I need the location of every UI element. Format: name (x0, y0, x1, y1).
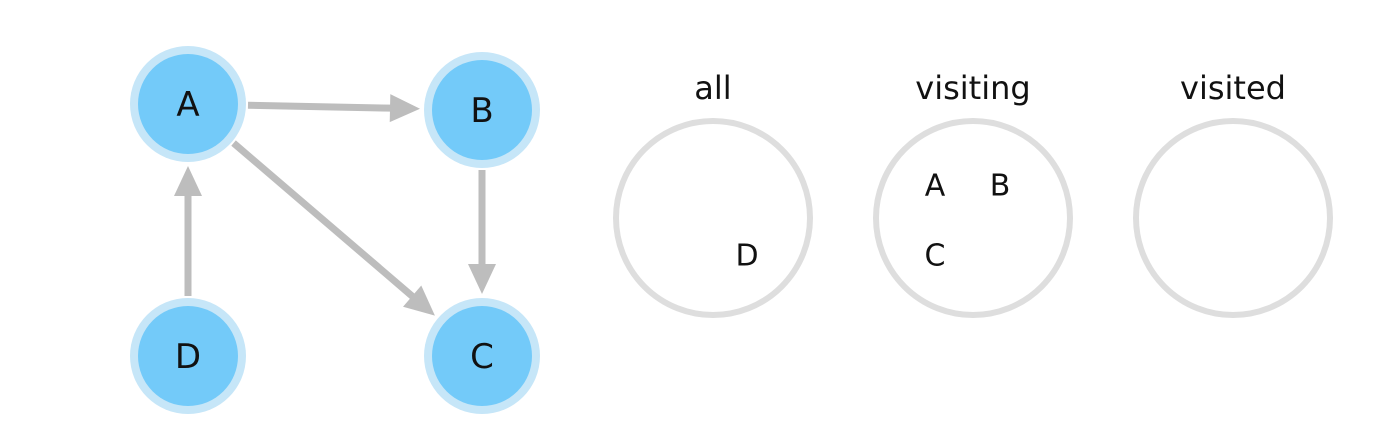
node-label: D (175, 337, 201, 377)
set-title: visited (1180, 69, 1286, 107)
set-title: all (694, 69, 731, 107)
node-label: A (176, 85, 199, 125)
set-circle (873, 118, 1073, 318)
set-item: B (990, 169, 1011, 204)
edge-line (231, 140, 416, 301)
node-label: C (470, 337, 494, 377)
edge-d-a (174, 166, 202, 296)
set-circle (1133, 118, 1333, 318)
set-visited: visited (1133, 69, 1333, 318)
set-circle (613, 118, 813, 318)
edge-line (247, 101, 393, 112)
arrowhead (403, 285, 435, 316)
set-item: C (925, 239, 946, 274)
graph-node-c: C (424, 298, 540, 414)
edge-a-c (231, 140, 435, 316)
set-item: D (735, 239, 758, 274)
edge-a-b (247, 94, 421, 123)
arrowhead (389, 94, 421, 123)
arrowhead (468, 264, 496, 294)
node-circle (432, 306, 532, 406)
arrowhead (174, 166, 202, 196)
nodes-layer: A B C D (130, 46, 540, 414)
node-circle (138, 306, 238, 406)
node-circle (138, 54, 238, 154)
edge-b-c (468, 170, 496, 294)
edges-layer (174, 94, 496, 316)
node-label: B (470, 91, 493, 131)
node-circle (432, 60, 532, 160)
set-title: visiting (915, 69, 1030, 107)
graph-node-b: B (424, 52, 540, 168)
graph-node-d: D (130, 298, 246, 414)
graph-node-a: A (130, 46, 246, 162)
set-item: A (925, 169, 946, 204)
